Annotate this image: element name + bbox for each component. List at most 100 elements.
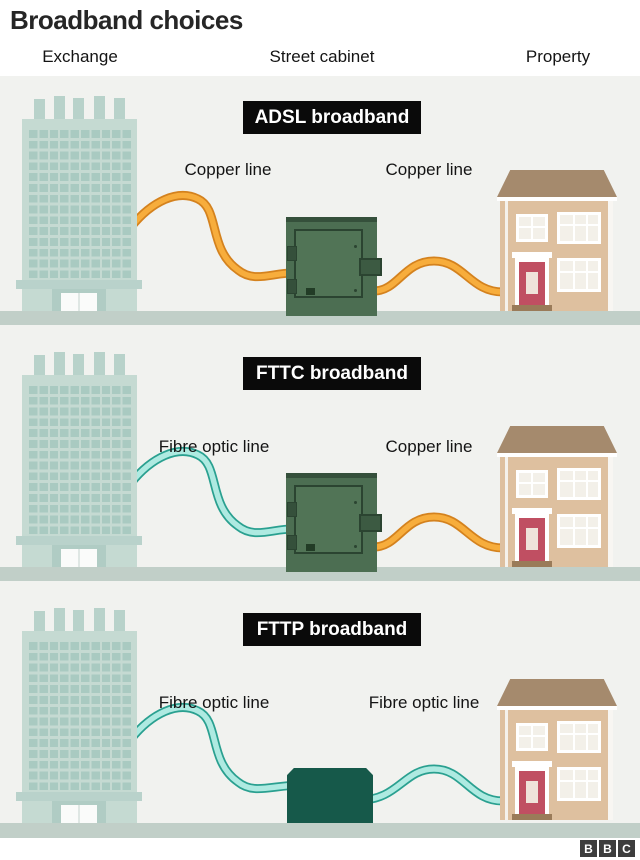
exchange-ledge	[16, 536, 142, 545]
bbc-logo-block: C	[618, 840, 635, 857]
house-roof	[497, 679, 617, 706]
chimney	[34, 99, 45, 119]
row2-title-badge: FTTC broadband	[243, 357, 421, 390]
cabinet-latch	[359, 514, 382, 532]
cabinet-screw	[354, 545, 357, 548]
row3-title-badge: FTTP broadband	[243, 613, 421, 646]
house-doorstep	[512, 561, 552, 567]
house-door	[519, 262, 545, 311]
house-door-frame	[515, 767, 549, 820]
row1-right-line-label: Copper line	[385, 160, 473, 179]
house-roof-trim	[497, 453, 617, 457]
ground-strip-row2	[0, 567, 640, 581]
row3-left-line-label: Fibre optic line	[158, 693, 270, 712]
house-window	[557, 767, 601, 801]
street-cabinet-row1	[286, 217, 382, 316]
house-roof-trim	[497, 197, 617, 201]
house-door	[519, 771, 545, 820]
house-door	[519, 518, 545, 567]
cabinet-label-plate	[306, 288, 315, 295]
row2-left-line-label: Fibre optic line	[158, 437, 270, 456]
chimney	[73, 610, 84, 631]
house-wall	[500, 710, 613, 820]
ground-strip-row1	[0, 311, 640, 325]
exchange-tower-body	[22, 119, 137, 280]
column-header-property: Property	[525, 47, 591, 66]
cabinet-screw	[354, 501, 357, 504]
cabinet-door	[294, 485, 363, 554]
chimney	[73, 354, 84, 375]
cabinet-hinge	[287, 279, 297, 294]
row3-right-line-label: Fibre optic line	[368, 693, 480, 712]
house-door-lintel	[512, 761, 552, 767]
house-roof	[497, 426, 617, 453]
house-window	[557, 721, 601, 753]
chimney	[54, 608, 65, 631]
house-window	[557, 258, 601, 292]
bbc-logo: B B C	[580, 840, 635, 857]
chimney	[114, 610, 125, 631]
row1-left-line-label: Copper line	[184, 160, 272, 179]
chimney	[34, 355, 45, 375]
exchange-base	[22, 801, 137, 823]
chimney	[94, 608, 105, 631]
cabinet-hinge	[287, 246, 297, 261]
street-cabinet-row2	[286, 473, 382, 572]
exchange-tower-body	[22, 631, 137, 792]
chimney	[54, 96, 65, 119]
exchange-window-grid	[27, 639, 132, 791]
house-window	[557, 468, 601, 500]
exchange-base	[22, 289, 137, 311]
exchange-door	[61, 293, 97, 311]
chimney	[114, 98, 125, 119]
column-header-exchange: Exchange	[42, 47, 118, 66]
cable-row2-right	[369, 512, 508, 553]
house-roof-trim	[497, 706, 617, 710]
house-corner-trim	[608, 201, 613, 311]
chimney	[34, 611, 45, 631]
chimney	[73, 98, 84, 119]
cable-row2-left	[126, 447, 297, 538]
row1-title-badge: ADSL broadband	[243, 101, 421, 134]
exchange-door	[61, 805, 97, 823]
cabinet-door	[294, 229, 363, 298]
house-window	[516, 723, 548, 751]
cable-row1-left	[126, 191, 297, 282]
house-door-frame	[515, 514, 549, 567]
bbc-logo-block: B	[599, 840, 616, 857]
house-doorstep	[512, 814, 552, 820]
house-doorstep	[512, 305, 552, 311]
cable-row3-right	[355, 764, 508, 806]
house-door-frame	[515, 258, 549, 311]
house-drainpipe	[505, 201, 508, 311]
house-wall	[500, 201, 613, 311]
street-cabinet-row3-fttp	[287, 768, 373, 823]
exchange-window-grid	[27, 127, 132, 279]
house-window	[516, 214, 548, 242]
house-window	[557, 212, 601, 244]
cabinet-screw	[354, 245, 357, 248]
house-corner-trim	[608, 457, 613, 567]
exchange-door	[61, 549, 97, 567]
row2-right-line-label: Copper line	[385, 437, 473, 456]
exchange-ledge	[16, 280, 142, 289]
bbc-logo-block: B	[580, 840, 597, 857]
house-door-panel	[526, 528, 538, 550]
house-door-panel	[526, 272, 538, 294]
house-window	[557, 514, 601, 548]
cable-row3-left	[126, 703, 307, 794]
house-window	[516, 470, 548, 498]
cabinet-hinge	[287, 502, 297, 517]
cable-row1-right	[369, 256, 508, 297]
ground-strip-row3	[0, 823, 640, 838]
house-door-panel	[526, 781, 538, 803]
chimney	[114, 354, 125, 375]
exchange-base	[22, 545, 137, 567]
chimney	[94, 96, 105, 119]
chimney	[94, 352, 105, 375]
house-door-lintel	[512, 508, 552, 514]
column-header-street-cabinet: Street cabinet	[269, 47, 375, 66]
exchange-ledge	[16, 792, 142, 801]
